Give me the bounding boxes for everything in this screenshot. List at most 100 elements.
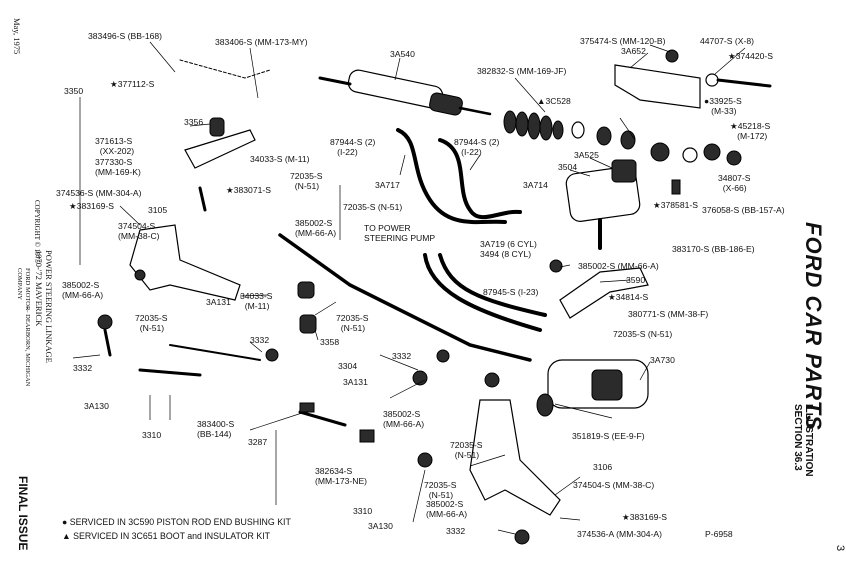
- steering-gear-drawing: [536, 359, 649, 417]
- power-cylinder-drawing: [318, 69, 492, 116]
- callout-3332-center: 3332: [392, 351, 412, 361]
- callout-3A131-upper: 3A131: [206, 297, 231, 307]
- callout-385002-upper: 385002-S (MM-66-A): [295, 218, 337, 238]
- callout-383400: 383400-S (BB-144): [197, 419, 235, 439]
- callout-382832: 382832-S (MM-169-JF): [477, 66, 567, 76]
- callout-380771: 380771-S (MM-38-F): [628, 309, 709, 319]
- callout-72035-center: 72035-S (N-51): [336, 313, 369, 333]
- callout-374504-upper: 374504-S (MM-38-C): [118, 221, 160, 241]
- callout-3A719-3494: 3A719 (6 CYL) 3494 (8 CYL): [480, 239, 537, 259]
- tie-rod-parts-drawing: [97, 314, 500, 468]
- callout-72035-mid: 72035-S (N-51): [343, 202, 403, 212]
- callout-3A717: 3A717: [375, 180, 400, 190]
- callout-3105: 3105: [148, 205, 168, 215]
- callout-3A525: 3A525: [574, 150, 599, 160]
- callout-87944-right: 87944-S (2) (I-22): [454, 137, 500, 157]
- callout-383496: 383496-S (BB-168): [88, 31, 163, 41]
- callout-3310-lower: 3310: [353, 506, 373, 516]
- callout-383169-lower: ★383169-S: [622, 512, 667, 522]
- callout-371613: 371613-S (XX-202): [95, 136, 135, 156]
- callout-72035-lower: 72035-S (N-51): [450, 440, 483, 460]
- center-link-drawing: [169, 233, 532, 362]
- callout-34807: 34807-S (X-66): [718, 173, 751, 193]
- callout-34033-lower: 34033-S (M-11): [240, 291, 273, 311]
- callout-377330: 377330-S (MM-169-K): [95, 157, 141, 177]
- callout-3A652: 3A652: [621, 46, 646, 56]
- callout-3332-left: 3332: [73, 363, 93, 373]
- callout-45218: ★45218-S (M-172): [730, 121, 771, 141]
- issue-date: May, 1975: [12, 18, 22, 55]
- callout-383071: ★383071-S: [226, 185, 271, 195]
- spindle-arm-right-drawing: [469, 399, 561, 545]
- callout-383169-upper: ★383169-S: [69, 201, 114, 211]
- callout-3A130-upper: 3A130: [84, 401, 109, 411]
- callout-385002-right: 385002-S (MM-66-A): [578, 261, 659, 271]
- company-name-line1: FORD MOTOR: [24, 268, 31, 311]
- callout-3356: 3356: [184, 117, 204, 127]
- callout-72035-right: 72035-S (N-51): [613, 329, 673, 339]
- callout-3A130-lower: 3A130: [368, 521, 393, 531]
- callout-385002-center: 385002-S (MM-66-A): [383, 409, 425, 429]
- callout-72035-upper: 72035-S (N-51): [290, 171, 323, 191]
- callout-to-power-steering-pump: TO POWER STEERING PUMP: [364, 223, 436, 243]
- callout-374536-upper: 374536-S (MM-304-A): [56, 188, 142, 198]
- callout-382634: 382634-S (MM-173-NE): [315, 466, 368, 486]
- page-number: 3: [834, 545, 846, 552]
- sheet-title-line2: 1970-'72 MAVERICK: [34, 250, 44, 327]
- bracket-drawing: [614, 49, 772, 166]
- callout-72035-bottom: 72035-S (N-51): [424, 480, 457, 500]
- final-issue-stamp: FINAL ISSUE: [16, 476, 30, 551]
- callout-3504: 3504: [558, 162, 578, 172]
- callout-3A730: 3A730: [650, 355, 675, 365]
- callout-383170: 383170-S (BB-186-E): [672, 244, 755, 254]
- callout-3106: 3106: [593, 462, 613, 472]
- callout-374420: ★374420-S: [728, 51, 773, 61]
- callout-3358: 3358: [320, 337, 340, 347]
- callout-3310-upper: 3310: [142, 430, 162, 440]
- callout-72035-left: 72035-S (N-51): [135, 313, 168, 333]
- callout-44707: 44707-S (X-8): [700, 36, 754, 46]
- callout-377112: ★377112-S: [110, 79, 155, 89]
- footnote-bushing-kit: ● SERVICED IN 3C590 PISTON ROD END BUSHI…: [62, 517, 291, 527]
- sheet-title-line1: POWER STEERING LINKAGE: [44, 250, 54, 363]
- callout-87945: 87945-S (I-23): [483, 287, 539, 297]
- callout-34814: ★34814-S: [608, 292, 649, 302]
- boot-and-seal-drawing: [503, 110, 636, 150]
- callout-376058: 376058-S (BB-157-A): [702, 205, 785, 215]
- idler-arm-drawing: [179, 59, 271, 212]
- callout-87944-left: 87944-S (2) (I-22): [330, 137, 376, 157]
- company-name-line2: COMPANY: [16, 268, 23, 300]
- section-label-line1: ILLUSTRATION: [803, 404, 814, 477]
- callout-3A714: 3A714: [523, 180, 548, 190]
- callout-33925: ●33925-S (M-33): [704, 96, 742, 116]
- leader-lines: [72, 41, 746, 535]
- callout-3350: 3350: [64, 86, 84, 96]
- figure-number: P-6958: [705, 529, 733, 539]
- callout-3332-lower: 3332: [446, 526, 466, 536]
- callout-3A540: 3A540: [390, 49, 415, 59]
- callout-383406: 383406-S (MM-173-MY): [215, 37, 308, 47]
- control-valve-drawing: [565, 159, 681, 250]
- callout-3332-upper: 3332: [250, 335, 270, 345]
- callout-374536-lower: 374536-A (MM-304-A): [577, 529, 663, 539]
- callout-3590: 3590: [626, 275, 646, 285]
- company-city: — DEARBORN, MICHIGAN: [24, 306, 31, 387]
- callout-34033-upper: 34033-S (M-11): [250, 154, 310, 164]
- pressure-hoses-drawing: [396, 128, 547, 332]
- spindle-arm-left-drawing: [129, 224, 241, 301]
- brand-title: FORD CAR PARTS: [801, 222, 826, 431]
- callout-3287: 3287: [248, 437, 268, 447]
- callout-378581: ★378581-S: [653, 200, 698, 210]
- section-label-line2: SECTION 36.3: [792, 404, 803, 471]
- callout-3C528: ▲3C528: [537, 96, 571, 106]
- callout-385002-left: 385002-S (MM-66-A): [62, 280, 104, 300]
- callout-3A131-lower: 3A131: [343, 377, 368, 387]
- callout-375474: 375474-S (MM-120-B): [580, 36, 666, 46]
- callout-385002-lower: 385002-S (MM-66-A): [426, 499, 468, 519]
- footnote-boot-kit: ▲ SERVICED IN 3C651 BOOT and INSULATOR K…: [62, 531, 271, 541]
- callout-374504-lower: 374504-S (MM-38-C): [573, 480, 655, 490]
- callout-351819: 351819-S (EE-9-F): [572, 431, 645, 441]
- callout-3304: 3304: [338, 361, 358, 371]
